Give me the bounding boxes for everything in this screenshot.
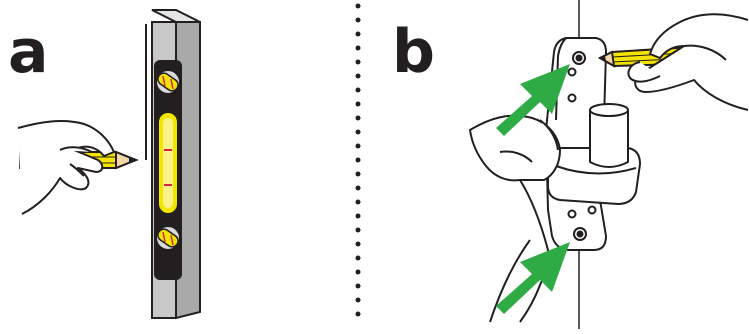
screw-hole-icon (573, 52, 585, 64)
panel-label-a: a (8, 22, 49, 82)
panel-b (470, 0, 748, 329)
screw-hole-icon (574, 228, 586, 240)
panel-divider (356, 4, 361, 317)
spirit-level-icon (152, 10, 200, 318)
panel-label-b: b (392, 22, 435, 82)
hand-icon (18, 121, 114, 214)
